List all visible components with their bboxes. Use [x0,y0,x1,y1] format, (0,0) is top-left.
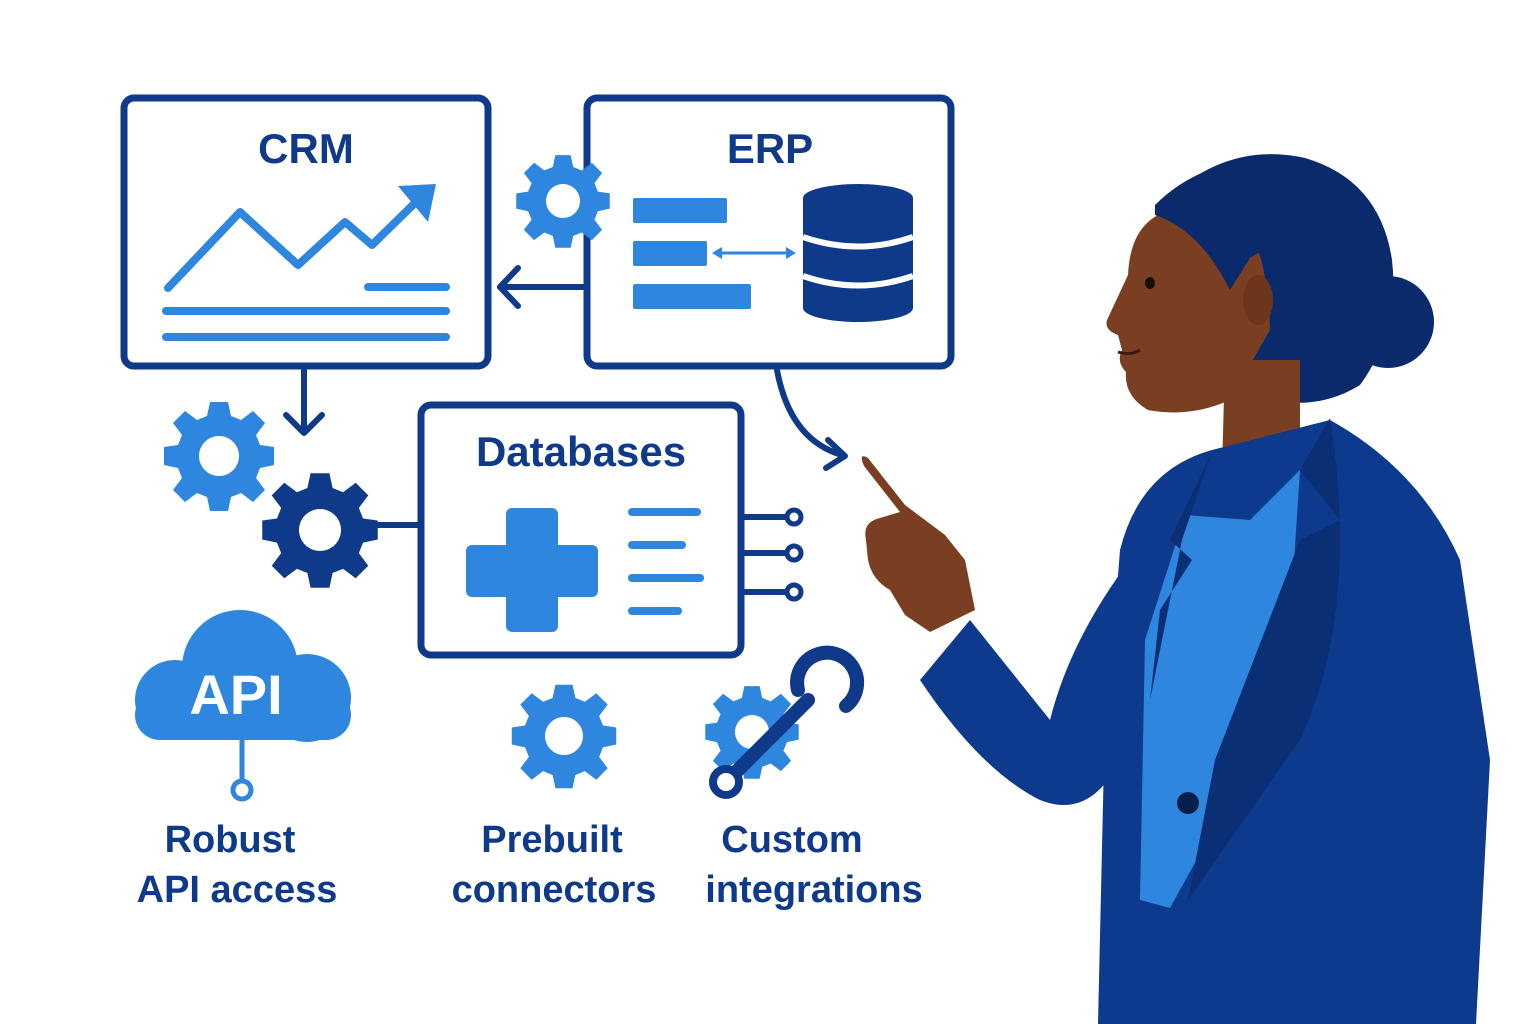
erp-title: ERP [727,125,813,172]
api-label-line2: API access [137,869,338,911]
cloud-icon [135,610,351,742]
api-label-line1: Robust [165,819,296,861]
database-icon [802,184,914,322]
crm-panel: CRM [120,94,492,370]
integrations-label-line2: integrations [705,869,922,911]
connector-nodes [784,507,804,602]
wrench-icon [719,645,865,789]
feature-connectors: Prebuilt connectors [452,684,657,911]
plus-icon [466,508,598,632]
connectors-label-line2: connectors [452,869,657,911]
api-badge: API [189,663,282,726]
double-arrow-icon [712,247,796,259]
person-illustration [861,154,1490,1024]
gear-icon [516,155,610,248]
feature-api: API Robust API access [135,610,351,911]
databases-title: Databases [476,428,686,475]
list-bars-icon [633,198,751,309]
gear-icon [164,402,274,511]
connectors-label-line1: Prebuilt [481,819,623,861]
crm-title: CRM [258,125,354,172]
integrations-label-line1: Custom [721,819,862,861]
databases-panel: Databases [417,401,745,659]
text-lines-icon [628,508,704,615]
feature-integrations: Custom integrations [705,645,923,911]
erp-panel: ERP [583,94,955,370]
connector-lines [283,265,848,595]
gear-icon [511,684,617,789]
trend-chart-icon [162,184,450,341]
gear-icon [262,473,378,588]
